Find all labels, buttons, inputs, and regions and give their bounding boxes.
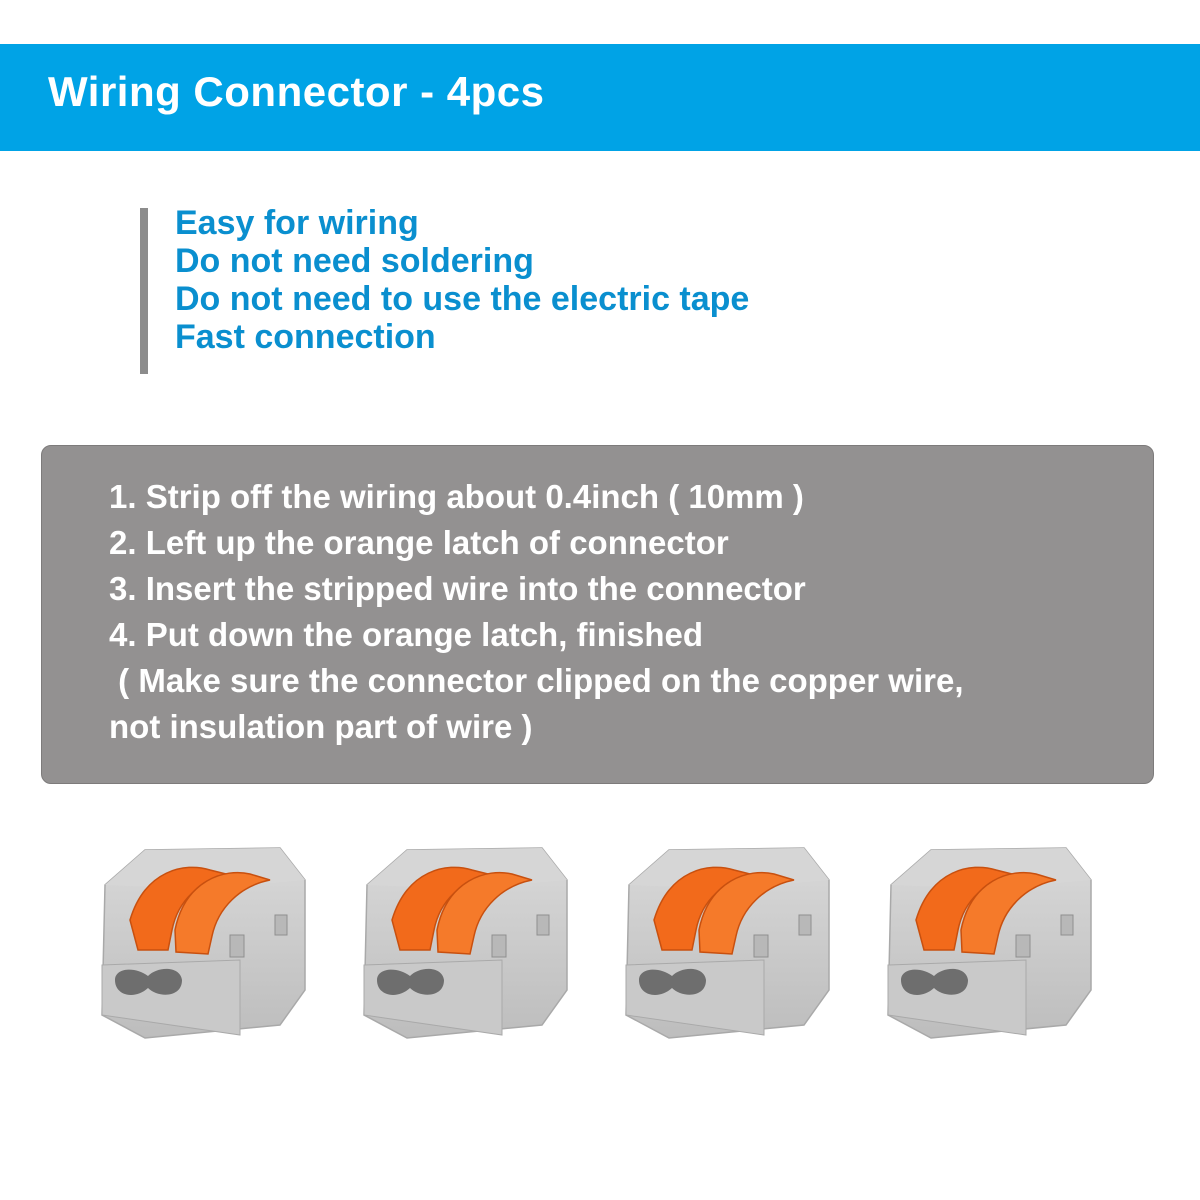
connector-gallery xyxy=(80,840,1120,1050)
instruction-step: 1. Strip off the wiring about 0.4inch ( … xyxy=(109,478,804,515)
connector-illustration-icon xyxy=(887,847,1092,1039)
feature-item: Fast connection xyxy=(175,318,436,356)
instruction-step: 4. Put down the orange latch, finished xyxy=(109,616,704,653)
connector-image xyxy=(614,840,854,1050)
connector-image xyxy=(876,840,1116,1050)
instruction-step: 3. Insert the stripped wire into the con… xyxy=(109,570,806,607)
connector-illustration-icon xyxy=(625,847,830,1039)
connector-image xyxy=(352,840,592,1050)
feature-item: Do not need to use the electric tape xyxy=(175,280,750,318)
header-banner: Wiring Connector - 4pcs xyxy=(0,44,1200,151)
connector-illustration-icon xyxy=(101,847,306,1039)
page-title: Wiring Connector - 4pcs xyxy=(48,68,545,115)
connector-image xyxy=(90,840,330,1050)
connector-illustration-icon xyxy=(363,847,568,1039)
feature-item: Do not need soldering xyxy=(175,242,534,280)
instruction-note: not insulation part of wire ) xyxy=(109,708,533,745)
feature-item: Easy for wiring xyxy=(175,204,419,242)
instruction-step: 2. Left up the orange latch of connector xyxy=(109,524,729,561)
instructions-panel: 1. Strip off the wiring about 0.4inch ( … xyxy=(41,445,1154,784)
feature-list: Easy for wiring Do not need soldering Do… xyxy=(140,204,750,374)
instruction-note: ( Make sure the connector clipped on the… xyxy=(109,662,964,699)
